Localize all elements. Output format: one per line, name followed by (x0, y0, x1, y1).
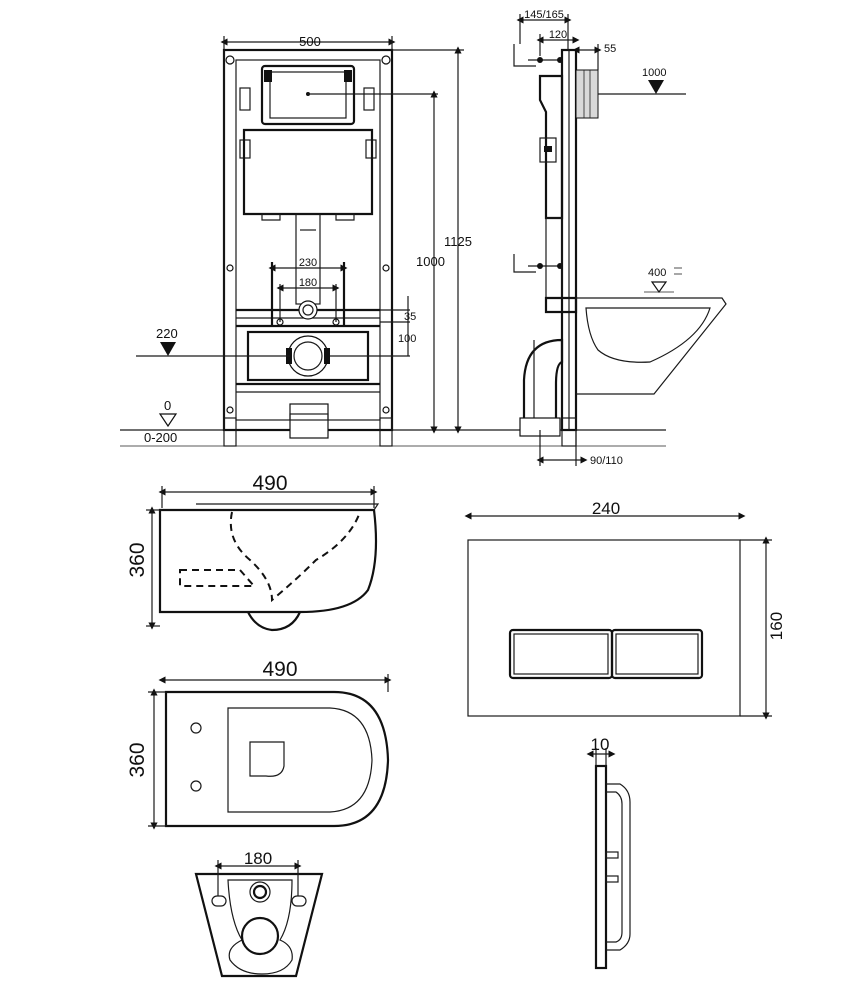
toilet-side-height-label: 360 (126, 542, 149, 577)
toilet-top-width-label: 490 (262, 658, 297, 681)
side-flush-height-label: 1000 (642, 67, 666, 79)
frame-side-view (513, 44, 727, 447)
side-depth-range-label: 145/165 (524, 9, 564, 21)
toilet-side-dimensions: 490 360 (126, 472, 378, 630)
flush-plate-height-label: 160 (767, 612, 786, 640)
drain-offset-label: 100 (398, 333, 416, 345)
leg-adjust-label: 0-200 (144, 430, 177, 445)
drain-height-label: 220 (156, 326, 178, 341)
side-depth-inner-label: 55 (604, 43, 616, 55)
frame-height-plate-label: 1000 (416, 254, 445, 269)
pin-spacing-outer-label: 230 (299, 257, 317, 269)
toilet-top-view (164, 690, 390, 828)
side-outlet-offset-label: 90/110 (590, 455, 623, 467)
flush-plate-front (467, 539, 741, 717)
flush-plate-front-dimensions: 240 160 (464, 499, 786, 720)
frame-side-dimensions: 145/165 120 55 1000 400 90/110 (516, 9, 686, 467)
frame-height-total-label: 1125 (444, 234, 472, 249)
flush-plate-depth-label: 10 (591, 735, 610, 754)
flush-plate-side-dimensions: 10 (586, 735, 616, 766)
toilet-back-view (194, 872, 324, 978)
pin-offset-label: 35 (404, 311, 416, 323)
toilet-top-height-label: 360 (126, 742, 149, 777)
pin-spacing-inner-label: 180 (299, 277, 317, 289)
toilet-back-bolt-spacing-label: 180 (244, 849, 272, 868)
toilet-side-view (158, 503, 380, 632)
flush-plate-side (594, 764, 631, 970)
toilet-side-width-label: 490 (252, 472, 287, 495)
floor-level-label: 0 (164, 398, 171, 413)
side-depth-mid-label: 120 (549, 29, 567, 41)
toilet-back-dimensions: 180 (214, 849, 302, 896)
frame-width-label: 500 (299, 34, 321, 49)
floor-lines (120, 429, 666, 447)
side-bowl-height-label: 400 (648, 267, 666, 279)
frame-front-view (222, 48, 394, 447)
flush-plate-width-label: 240 (592, 499, 620, 518)
frame-front-dimensions: 500 1125 1000 230 180 35 100 220 0 0-200 (136, 34, 472, 445)
toilet-top-dimensions: 490 360 (126, 658, 392, 830)
